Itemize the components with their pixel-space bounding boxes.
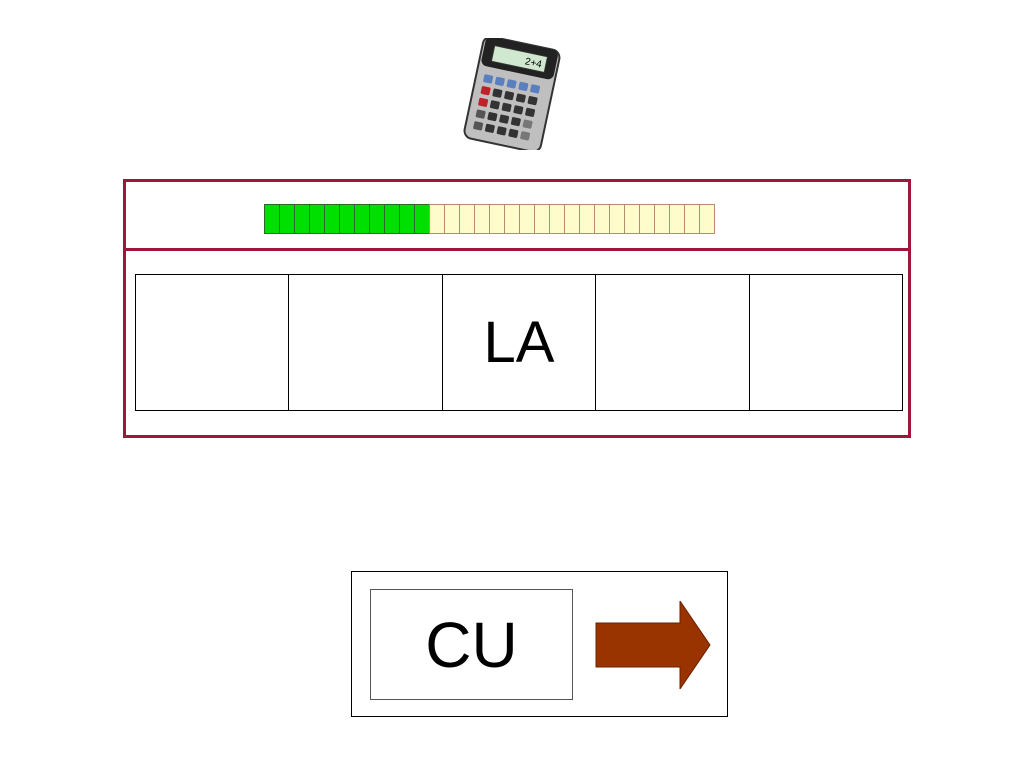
calculator-key [506,79,517,89]
calculator-key [527,96,538,106]
calculator-key [484,123,495,133]
progress-cell-remaining [429,204,445,234]
progress-cell-done [369,204,385,234]
progress-cell-remaining [549,204,565,234]
right-arrow-icon[interactable] [594,601,712,689]
calculator-key [513,105,524,115]
syllable-slots: LA [135,274,903,411]
calculator-key [522,119,533,129]
answer-area: CU [351,571,728,717]
progress-cell-remaining [564,204,580,234]
progress-cell-remaining [474,204,490,234]
progress-cell-done [309,204,325,234]
progress-cell-remaining [534,204,550,234]
progress-cell-remaining [639,204,655,234]
progress-cell-done [384,204,400,234]
calculator-key [473,121,484,131]
progress-cell-remaining [699,204,715,234]
calculator-key [504,91,515,101]
progress-cell-remaining [624,204,640,234]
calculator-key [515,93,526,103]
calculator-key [525,107,536,117]
progress-cell-done [399,204,415,234]
syllable-slot-1[interactable] [136,275,288,410]
progress-cell-done [264,204,280,234]
syllable-slot-4[interactable] [595,275,748,410]
progress-cell-done [324,204,340,234]
calculator-key [496,126,507,136]
calculator-key [520,131,531,141]
progress-cell-done [339,204,355,234]
calculator-key [494,76,505,86]
progress-cell-remaining [579,204,595,234]
answer-syllable-card[interactable]: CU [370,589,573,700]
panel-divider [126,248,908,251]
calculator-key [475,109,486,119]
calculator-key [510,117,521,127]
calculator-key [492,88,503,98]
calculator-key [508,128,519,138]
syllable-slot-5[interactable] [748,275,902,410]
calculator-key [478,97,489,107]
calculator-key [489,100,500,110]
progress-cell-done [414,204,430,234]
progress-bar [264,204,715,234]
calculator-key [483,74,494,84]
progress-cell-remaining [609,204,625,234]
calculator-key [487,112,498,122]
calculator-display: 2+4 [524,56,543,70]
progress-cell-remaining [684,204,700,234]
progress-cell-remaining [489,204,505,234]
calculator-icon: 2+4 [463,38,561,150]
progress-cell-remaining [519,204,535,234]
syllable-slot-3[interactable]: LA [441,275,595,410]
calculator-key [530,84,541,94]
calculator-key [518,81,529,91]
progress-cell-remaining [444,204,460,234]
progress-cell-remaining [654,204,670,234]
syllable-panel: LA [123,179,911,438]
progress-cell-done [294,204,310,234]
progress-cell-done [279,204,295,234]
progress-cell-remaining [669,204,685,234]
syllable-slot-2[interactable] [288,275,441,410]
calculator-key [501,102,512,112]
progress-cell-remaining [594,204,610,234]
calculator-key [499,114,510,124]
progress-cell-remaining [459,204,475,234]
progress-cell-remaining [504,204,520,234]
progress-cell-done [354,204,370,234]
calculator-key [480,86,491,96]
